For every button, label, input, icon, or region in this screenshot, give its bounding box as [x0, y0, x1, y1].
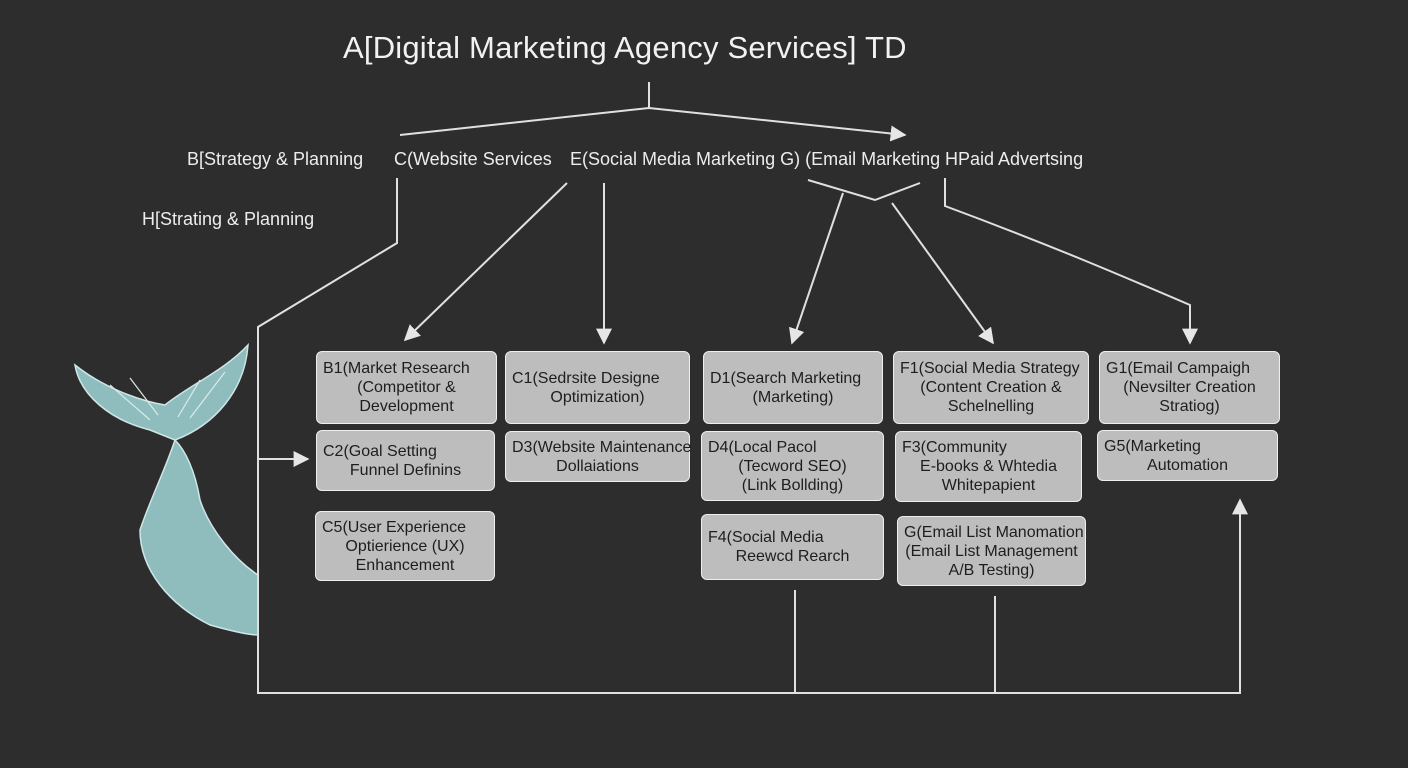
- connector-to-d1: [789, 192, 844, 345]
- node-line: F1(Social Media Strategy: [900, 360, 1080, 377]
- node-line: A/B Testing): [948, 561, 1035, 579]
- node-line: Reewcd Rearch: [735, 548, 850, 565]
- node-line: Enhancement: [355, 556, 455, 574]
- node-f1-social-media-strategy: F1(Social Media Strategy (Content Creati…: [893, 351, 1089, 424]
- node-line: E-books & Whtedia: [920, 458, 1057, 475]
- category-paid-advertising: HPaid Advertsing: [945, 149, 1084, 169]
- connector-to-b1: [403, 182, 568, 342]
- diagram-title: A[Digital Marketing Agency Services] TD: [343, 30, 907, 65]
- connector-to-g1: [944, 178, 1198, 345]
- node-line: Whitepapient: [941, 477, 1036, 494]
- node-line: Automation: [1147, 456, 1228, 474]
- node-d3-website-maintenance: D3(Website Maintenance Dollaiations: [505, 431, 692, 482]
- node-g1-email-campaign: G1(Email Campaigh (Nevsilter Creation St…: [1099, 351, 1280, 424]
- node-line: (Email List Management: [905, 542, 1078, 560]
- node-line: G5(Marketing: [1104, 437, 1201, 455]
- connector-title-fan: [399, 106, 907, 142]
- node-line: (Marketing): [752, 388, 834, 406]
- node-f3-community: F3(Community E-books & Whtedia Whitepapi…: [895, 431, 1082, 502]
- node-c1-website-design: C1(Sedrsite Designe Optimization): [505, 351, 690, 424]
- node-line: Development: [359, 398, 454, 415]
- connector-email-bracket: [807, 179, 921, 202]
- node-line: D3(Website Maintenance: [512, 438, 692, 456]
- node-line: C5(User Experience: [322, 518, 467, 536]
- node-b1-market-research: B1(Market Research (Competitor & Develop…: [316, 351, 497, 424]
- node-line: G(Email List Manomation: [904, 523, 1084, 541]
- node-line: C2(Goal Setting: [323, 442, 437, 460]
- node-line: Dollaiations: [556, 457, 639, 475]
- node-line: (Content Creation &: [920, 379, 1062, 396]
- node-line: Optimization): [550, 388, 645, 406]
- node-c5-user-experience: C5(User Experience Optierience (UX) Enha…: [315, 511, 495, 581]
- node-d1-search-marketing: D1(Search Marketing (Marketing): [703, 351, 883, 424]
- node-line: D4(Local Pacol: [708, 438, 817, 456]
- node-line: Schelnelling: [947, 398, 1035, 415]
- category-social-email-marketing: E(Social Media Marketing G) (Email Marke…: [570, 149, 941, 169]
- node-line: Stratiog): [1159, 398, 1220, 415]
- node-c2-goal-setting: C2(Goal Setting Funnel Definins: [316, 430, 495, 491]
- category-strating-planning: H[Strating & Planning: [142, 209, 315, 229]
- node-line: (Tecword SEO): [738, 457, 847, 475]
- category-strategy-planning: B[Strategy & Planning: [187, 149, 364, 169]
- node-line: (Link Bollding): [741, 476, 844, 494]
- node-line: Funnel Definins: [349, 461, 462, 479]
- category-website-services: C(Website Services: [394, 149, 552, 169]
- node-line: F4(Social Media: [708, 529, 824, 546]
- node-line: B1(Market Research: [323, 360, 470, 377]
- node-line: (Nevsilter Creation: [1123, 379, 1256, 396]
- node-line: Optierience (UX): [345, 537, 465, 555]
- node-g5-marketing-automation: G5(Marketing Automation: [1097, 430, 1278, 481]
- node-d4-local-seo: D4(Local Pacol (Tecword SEO) (Link Bolld…: [701, 431, 884, 501]
- connector-left-trunk: [257, 178, 1248, 694]
- connector-to-f1: [891, 202, 994, 345]
- node-f4-social-media: F4(Social Media Reewcd Rearch: [701, 514, 884, 580]
- node-line: D1(Search Marketing: [710, 369, 862, 387]
- mermaid-tail-illustration: [73, 342, 259, 636]
- node-g-email-list: G(Email List Manomation (Email List Mana…: [897, 516, 1086, 586]
- node-line: (Competitor &: [357, 379, 456, 396]
- node-line: G1(Email Campaigh: [1106, 360, 1251, 377]
- node-line: C1(Sedrsite Designe: [512, 369, 660, 387]
- node-line: F3(Community: [902, 439, 1007, 456]
